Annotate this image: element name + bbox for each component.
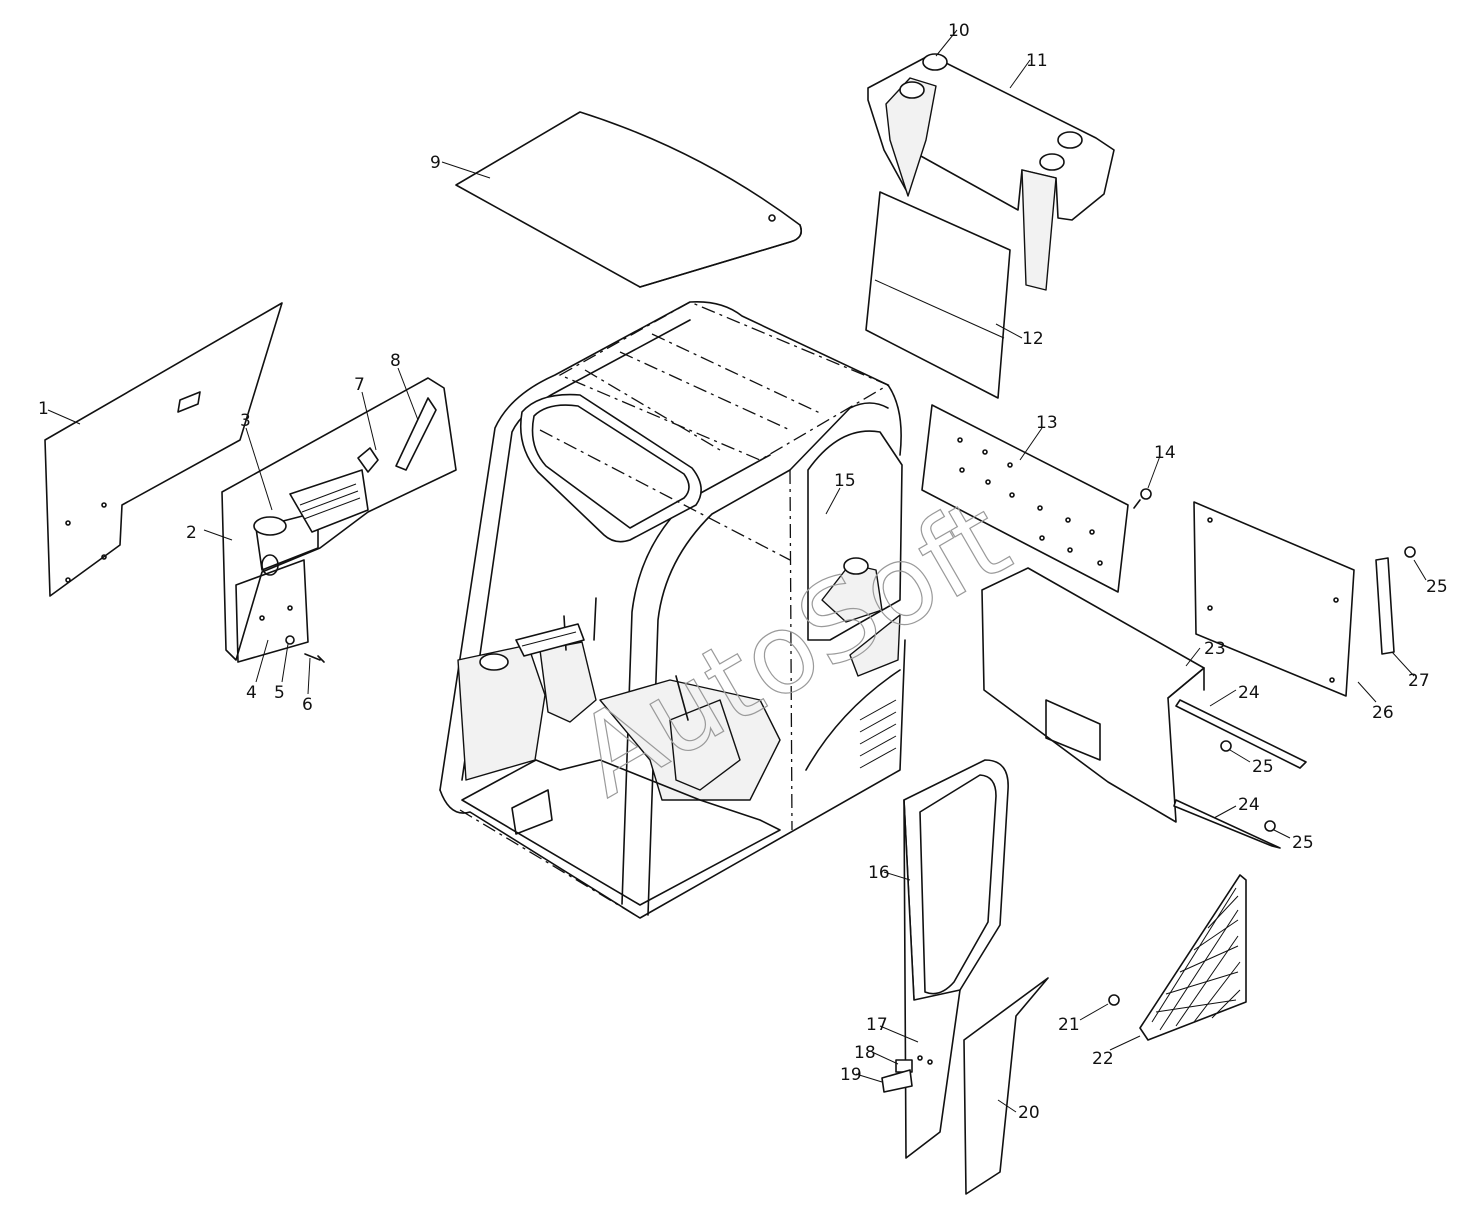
callout-14: 14 <box>1154 443 1176 463</box>
part-25-bolts <box>1220 546 1416 832</box>
callout-8: 8 <box>390 351 401 371</box>
part-20-door-glass <box>963 977 1049 1195</box>
callout-3: 3 <box>240 411 251 431</box>
part-24-seal-strip <box>1173 699 1307 849</box>
part-22-grille <box>1139 874 1247 1041</box>
part-21-bolt <box>1108 994 1120 1006</box>
callout-23: 23 <box>1204 639 1226 659</box>
callout-16: 16 <box>868 863 890 883</box>
callout-25c: 25 <box>1426 577 1448 597</box>
part-13-rear-panel <box>921 404 1129 593</box>
part-15-side-cushion <box>821 557 883 623</box>
callout-11: 11 <box>1026 51 1048 71</box>
callout-22: 22 <box>1092 1049 1114 1069</box>
cab-floor <box>461 759 781 906</box>
callout-10: 10 <box>948 21 970 41</box>
callout-27: 27 <box>1408 671 1430 691</box>
callout-26: 26 <box>1372 703 1394 723</box>
interior-controls <box>457 597 781 801</box>
callout-18: 18 <box>854 1043 876 1063</box>
part-5-washer <box>285 635 295 645</box>
roof-alignment-lines <box>459 301 890 919</box>
callout-25b: 25 <box>1292 833 1314 853</box>
callout-labels: 1 2 3 4 5 6 7 8 9 10 11 12 13 14 15 16 1… <box>38 21 1448 1123</box>
part-23-side-cover <box>981 567 1205 823</box>
leader-lines <box>47 29 1427 1113</box>
cab-frame <box>439 300 906 919</box>
part-8-keypad-slots <box>299 397 437 520</box>
part-26-side-glass <box>1193 501 1355 697</box>
callout-15: 15 <box>834 471 856 491</box>
part-1-side-panel <box>44 302 283 597</box>
part-14-bolt <box>1133 488 1152 509</box>
panel-hole-grid <box>957 437 1103 566</box>
part-12-rear-glass <box>865 191 1011 399</box>
callout-5: 5 <box>274 683 285 703</box>
part-10-mount-knobs <box>899 53 1083 171</box>
callout-4: 4 <box>246 683 257 703</box>
callout-20: 20 <box>1018 1103 1040 1123</box>
part-9-roof-cover <box>455 111 803 288</box>
callout-12: 12 <box>1022 329 1044 349</box>
callout-9: 9 <box>430 153 441 173</box>
callout-19: 19 <box>840 1065 862 1085</box>
part-6-bolt <box>304 653 325 663</box>
callout-13: 13 <box>1036 413 1058 433</box>
callout-24b: 24 <box>1238 795 1260 815</box>
part-19-handle <box>881 1069 913 1093</box>
callout-7: 7 <box>354 375 365 395</box>
callout-21: 21 <box>1058 1015 1080 1035</box>
part-11-rear-frame <box>867 54 1115 291</box>
part-16-door-frame <box>903 759 1009 1010</box>
part-27-bracket <box>1375 557 1395 655</box>
part-18-striker <box>895 1059 913 1073</box>
callout-17: 17 <box>866 1015 888 1035</box>
part-2-left-console <box>221 377 457 663</box>
callout-1: 1 <box>38 399 49 419</box>
callout-24a: 24 <box>1238 683 1260 703</box>
callout-25a: 25 <box>1252 757 1274 777</box>
callout-2: 2 <box>186 523 197 543</box>
callout-6: 6 <box>302 695 313 715</box>
part-17-door-panel <box>903 799 961 1159</box>
